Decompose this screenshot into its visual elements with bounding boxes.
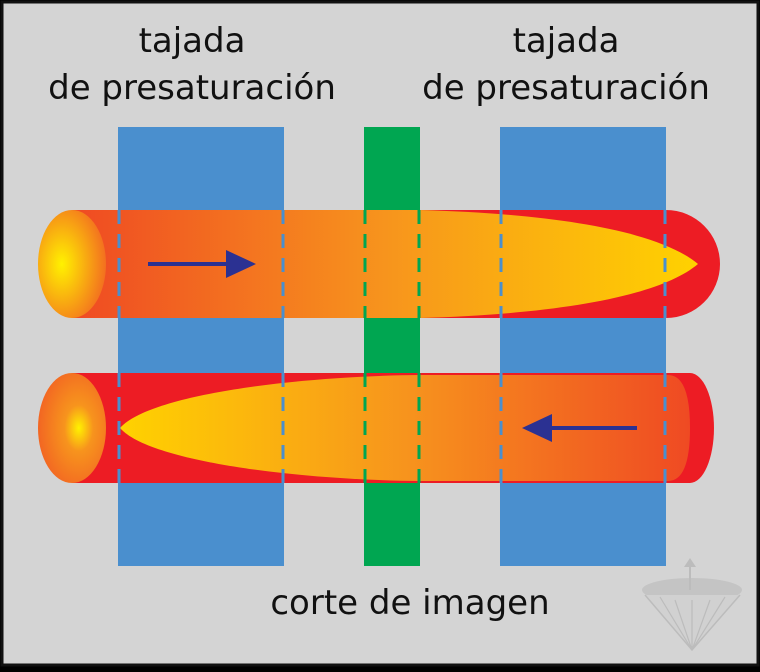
imaging-slab [364,127,420,566]
imaging-slice-label: corte de imagen [270,583,549,623]
left-slice-label-line2: de presaturación [48,68,336,108]
right-slice-label-line1: tajada [513,21,620,61]
flow-arrow-right-icon [148,250,256,278]
watermark-logo [642,558,742,652]
vessel-end-cap [38,210,106,318]
right-slice-label-line2: de presaturación [422,68,710,108]
vessel-end-cap [38,373,106,483]
bottom-vessel [38,373,714,483]
slice-boundaries [117,210,667,483]
top-vessel [38,210,720,318]
left-presaturation-slab [118,127,284,566]
right-presaturation-slab [500,127,666,566]
left-slice-label-line1: tajada [139,21,246,61]
flow-arrow-left-icon [522,414,637,442]
